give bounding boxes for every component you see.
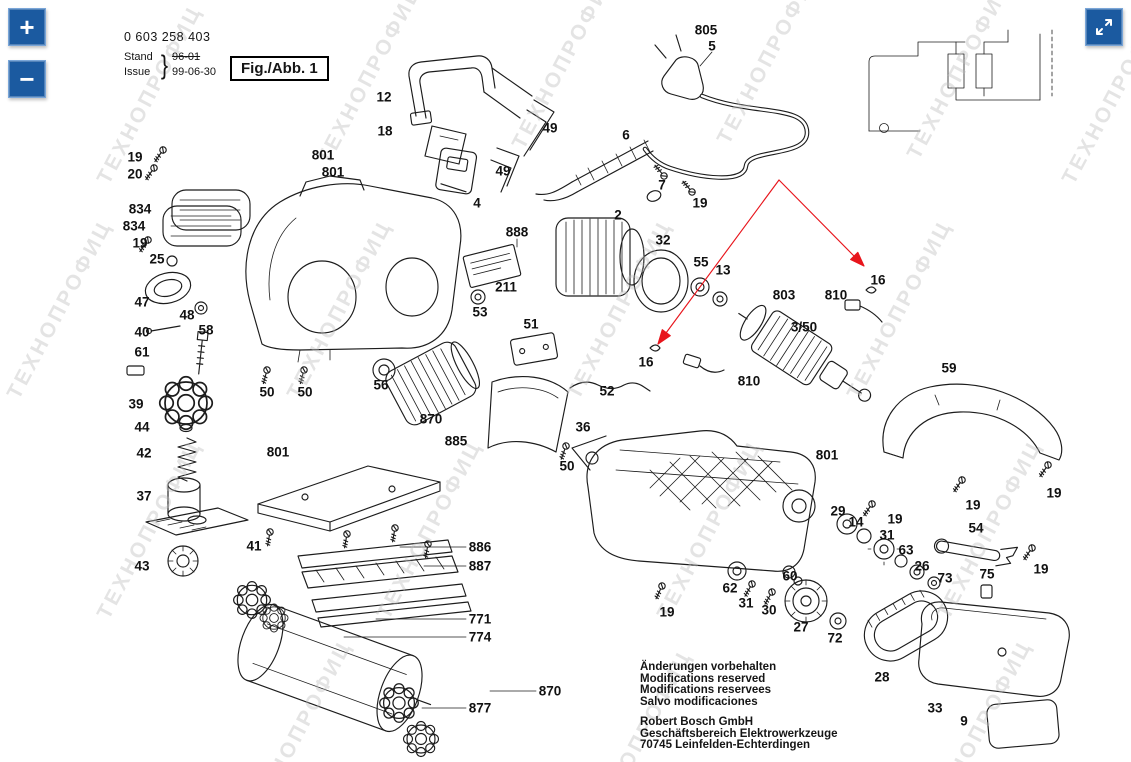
stator-sketch: [555, 217, 728, 313]
notice-line: Änderungen vorbehalten: [640, 661, 777, 673]
issue-label: Issue: [124, 66, 151, 78]
handle-arch-sketch: [882, 383, 1063, 461]
brace-glyph: }: [160, 50, 169, 80]
blade-drum-sketch: [233, 523, 472, 758]
stand-label: Stand: [124, 51, 153, 63]
company-line: Geschäftsbereich Elektrowerkzeuge: [640, 727, 838, 740]
company-address: Robert Bosch GmbH Geschäftsbereich Elekt…: [640, 716, 838, 752]
company-line: 70745 Leinfelden-Echterdingen: [640, 739, 810, 751]
issue-value: 99-06-30: [172, 66, 217, 78]
modification-notice: Änderungen vorbehalten Modifications res…: [640, 661, 838, 708]
wire-set-sketch: [408, 55, 555, 195]
notice-line: Modifications reserved: [640, 672, 766, 685]
zoom-in-button[interactable]: +: [8, 8, 46, 46]
main-housing-sketch: [245, 175, 462, 363]
expand-icon: [1096, 19, 1112, 35]
belt-cover-sketch: [918, 601, 1070, 749]
notice-line: Modifications reservees: [640, 684, 772, 696]
motor-housing-sketch: [372, 341, 651, 453]
document-header: 0 603 258 403 Stand Issue } 96-01 99-06-…: [124, 30, 216, 80]
stand-value: 96-01: [172, 51, 201, 63]
red-reference-arrows: [657, 179, 865, 345]
armature-sketch: [649, 286, 883, 402]
front-knob-column-sketch: [126, 189, 251, 577]
figure-label: Fig./Abb. 1: [230, 56, 329, 81]
notice-line: Salvo modificaciones: [640, 695, 758, 708]
power-cord-sketch: [535, 34, 810, 202]
label-plate-sketch: [462, 244, 559, 366]
rear-housing-sketch: [571, 430, 816, 572]
drivetrain-parts-sketch: [727, 513, 1019, 662]
expand-button[interactable]: [1085, 8, 1123, 46]
document-number: 0 603 258 403: [124, 30, 211, 44]
footer-block: Änderungen vorbehalten Modifications res…: [640, 661, 838, 752]
company-line: Robert Bosch GmbH: [640, 716, 754, 728]
wiring-schematic-sketch: [868, 29, 1053, 133]
zoom-out-button[interactable]: −: [8, 60, 46, 98]
sole-plate-sketch: [257, 465, 441, 532]
leader-lines: [343, 51, 713, 709]
